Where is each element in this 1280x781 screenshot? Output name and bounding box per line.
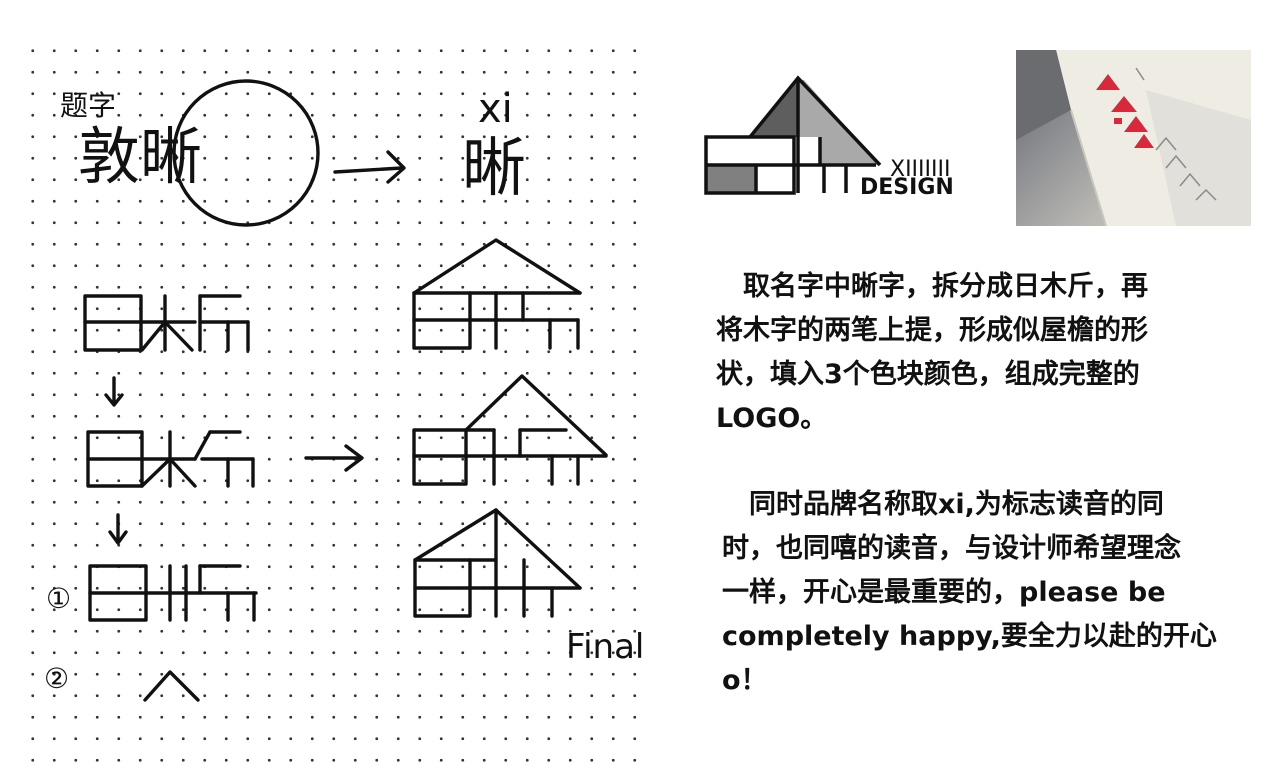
- desc1-line: 将木字的两笔上提，形成似屋檐的形: [716, 315, 1148, 346]
- sketch-down-arrowhead-1: [104, 393, 124, 407]
- description-paragraph-2: 同时品牌名称取xi,为标志读音的同 时，也同嘻的读音，与设计师希望理念 一样，开…: [722, 483, 1267, 703]
- sketch-pinyin: xi: [478, 86, 513, 132]
- sketch-left-row-1: [83, 294, 250, 352]
- sketch-target-word: 晰: [462, 132, 526, 206]
- sketch-right-version-final: [413, 508, 582, 618]
- dot-grid-paper: [22, 40, 642, 765]
- logo-text-top: XIIIIIII: [890, 157, 951, 182]
- sketch-roof-stroke: [143, 670, 200, 702]
- desc2-line: o！: [722, 665, 768, 696]
- brand-logo: XIIIIIII DESIGN: [704, 75, 954, 200]
- sketch-right-version-2: [412, 374, 608, 486]
- sketchbook-photo: [1016, 50, 1251, 226]
- sketch-arrowhead-middle: [344, 444, 364, 472]
- sketch-step-2: ②: [44, 662, 69, 695]
- desc1-line: LOGO。: [716, 403, 828, 434]
- sketch-circle: [172, 79, 320, 227]
- sketchbook-photo-image: [1016, 50, 1251, 226]
- desc2-line: 时，也同嘻的读音，与设计师希望理念: [722, 533, 1181, 564]
- desc1-line: 状，填入3个色块颜色，组成完整的: [716, 359, 1140, 390]
- sketch-arrowhead-top: [386, 150, 406, 184]
- desc2-line: completely happy,要全力以赴的开心: [722, 621, 1217, 652]
- sketch-circled-name: 敦晰: [78, 120, 202, 193]
- description-paragraph-1: 取名字中晰字，拆分成日木斤，再 将木字的两笔上提，形成似屋檐的形 状，填入3个色…: [716, 265, 1256, 441]
- sketch-left-row-3: [88, 564, 258, 622]
- logo-text-bottom: DESIGN: [860, 175, 954, 200]
- sketch-final-label: Final: [566, 627, 644, 667]
- logo-mid-block: [706, 165, 756, 193]
- sketch-top-label: 题字: [60, 89, 116, 122]
- desc2-line: 一样，开心是最重要的，please be: [722, 577, 1166, 608]
- sketch-right-version-1: [412, 238, 582, 350]
- desc2-line: 同时品牌名称取xi,为标志读音的同: [722, 489, 1164, 520]
- logo-sketch-drawing: 敦晰 题字 xi 晰: [44, 79, 644, 702]
- sketch-arrow-top: [333, 166, 404, 174]
- desc1-line: 取名字中晰字，拆分成日木斤，再: [716, 271, 1148, 302]
- sketch-left-row-2: [86, 430, 255, 488]
- sketch-down-arrowhead-2: [108, 530, 128, 545]
- sketch-step-1: ①: [46, 582, 71, 615]
